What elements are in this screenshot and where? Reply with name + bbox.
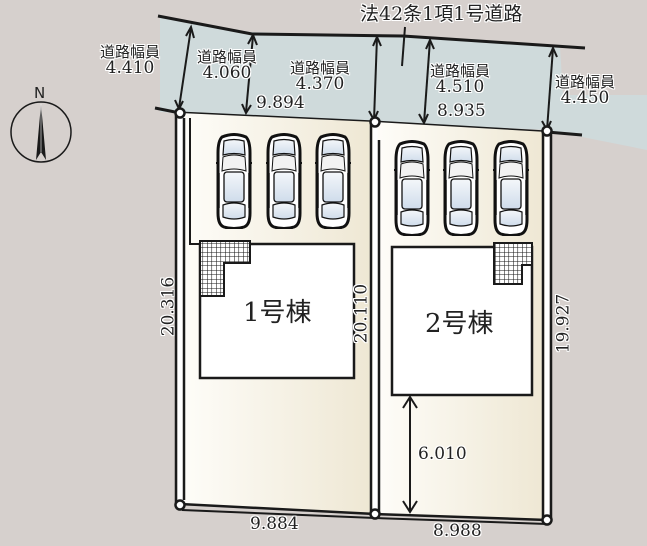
road-width-caption: 道路幅員 (100, 43, 161, 61)
road-type-label: 法42条1項1号道路 (360, 3, 523, 25)
road-width-5: 道路幅員 4.450 (555, 75, 615, 107)
car-icon (215, 133, 253, 229)
road-width-arrows (174, 24, 558, 133)
lot-2-front-width: 8.935 (437, 101, 486, 121)
road-width-caption: 道路幅員 (555, 73, 616, 91)
road-width-value: 4.370 (295, 74, 345, 94)
road-width-caption: 道路幅員 (290, 59, 351, 77)
lot-2-setback: 6.010 (418, 444, 467, 464)
building-2-label: 2号棟 (425, 309, 494, 339)
car-icon (314, 133, 352, 229)
car-icon (442, 140, 480, 236)
road-width-value: 4.510 (435, 77, 485, 97)
compass-icon (10, 101, 72, 163)
car-icon (265, 133, 303, 229)
car-icon (393, 140, 431, 236)
lot-1-front-width: 9.894 (256, 93, 305, 113)
road-width-2: 道路幅員 4.060 (197, 50, 257, 82)
road-width-1: 道路幅員 4.410 (100, 45, 160, 77)
car-icon (492, 140, 530, 236)
setback-arrow (402, 395, 418, 514)
road-width-4: 道路幅員 4.510 (430, 64, 490, 96)
building-1 (198, 242, 356, 380)
road-width-value: 4.450 (560, 88, 610, 108)
building-2-entrance (493, 242, 533, 285)
corner-markers (174, 107, 553, 526)
lot-2-right-depth: 19.927 (553, 293, 574, 354)
building-1-label: 1号棟 (243, 298, 312, 328)
lot-2-rear-width: 8.988 (433, 521, 482, 541)
road-width-caption: 道路幅員 (430, 62, 491, 80)
building-1-entrance (199, 240, 251, 297)
lot-1-rear-width: 9.884 (250, 514, 299, 534)
lot-1-left-depth: 20.316 (158, 276, 179, 337)
compass-north-label: N (34, 84, 46, 102)
road-width-value: 4.060 (202, 63, 252, 83)
road-width-3: 道路幅員 4.370 (290, 61, 350, 93)
road-width-value: 4.410 (105, 58, 155, 78)
lot-1-right-depth: 20.110 (351, 283, 372, 344)
road-width-caption: 道路幅員 (197, 48, 258, 66)
